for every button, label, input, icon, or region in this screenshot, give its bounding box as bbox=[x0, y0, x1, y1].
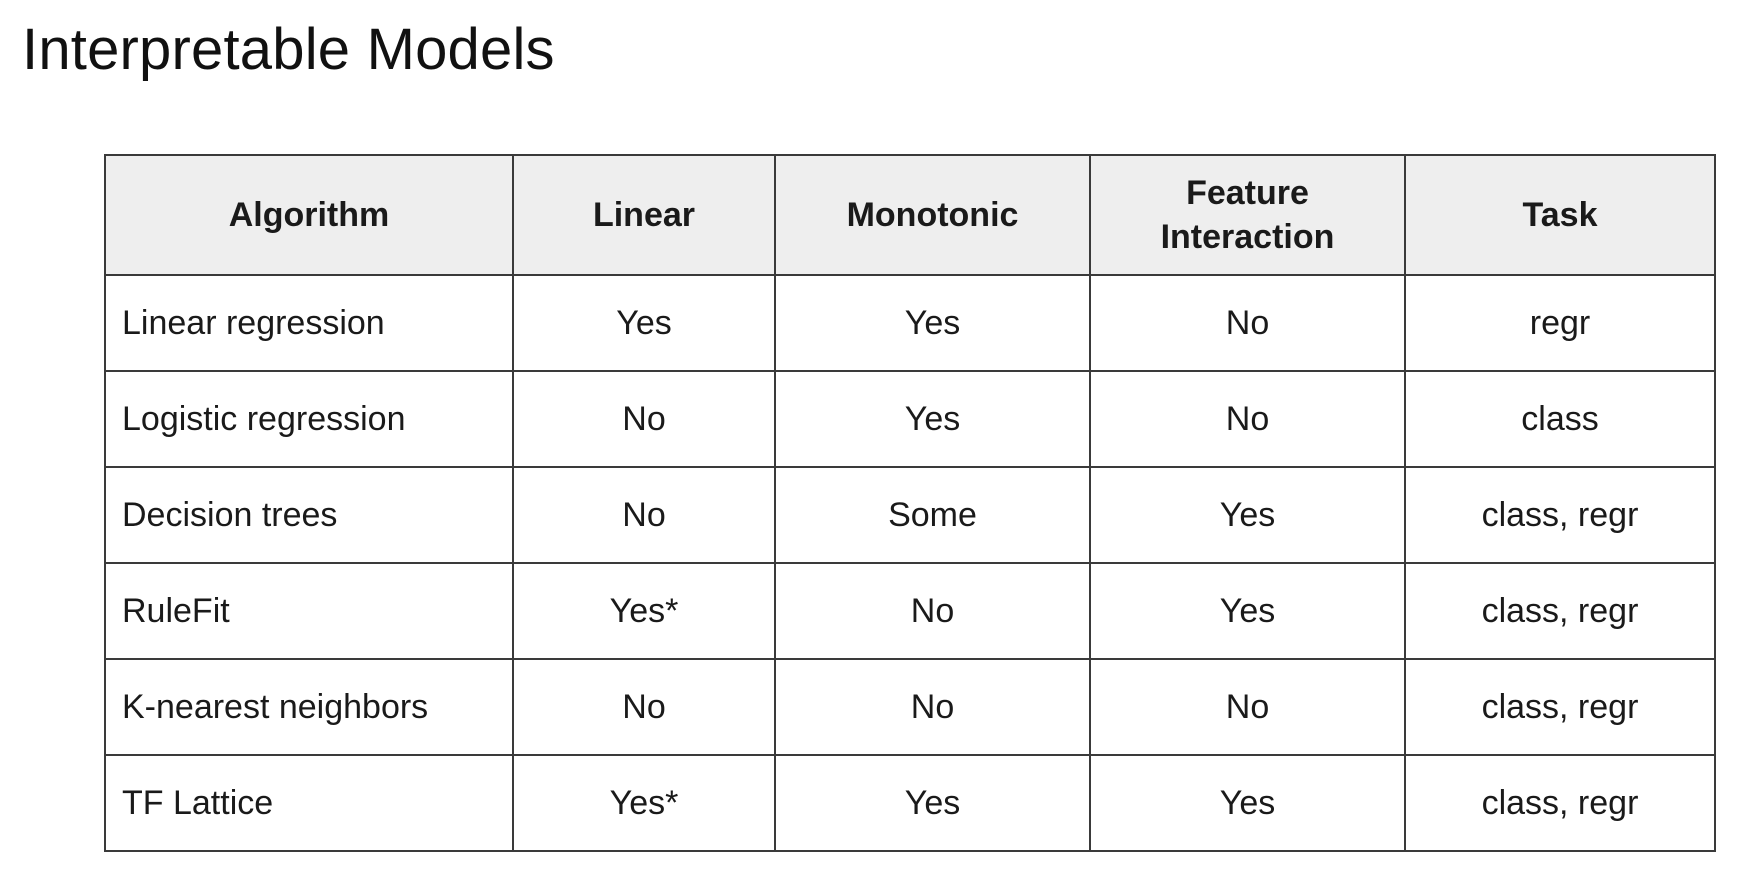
cell-feature-interaction: Yes bbox=[1089, 562, 1406, 660]
cell-linear: No bbox=[512, 466, 776, 564]
header-feature-interaction: Feature Interaction bbox=[1089, 154, 1406, 276]
header-monotonic: Monotonic bbox=[774, 154, 1091, 276]
cell-monotonic: Yes bbox=[774, 754, 1091, 852]
cell-algorithm: K-nearest neighbors bbox=[104, 658, 514, 756]
cell-linear: No bbox=[512, 658, 776, 756]
cell-feature-interaction: Yes bbox=[1089, 466, 1406, 564]
cell-linear: Yes bbox=[512, 274, 776, 372]
cell-task: class, regr bbox=[1404, 562, 1716, 660]
cell-feature-interaction: No bbox=[1089, 658, 1406, 756]
table-row: Decision trees No Some Yes class, regr bbox=[104, 466, 1716, 564]
cell-algorithm: Decision trees bbox=[104, 466, 514, 564]
cell-linear: Yes* bbox=[512, 562, 776, 660]
slide-title: Interpretable Models bbox=[22, 17, 555, 82]
cell-feature-interaction: No bbox=[1089, 274, 1406, 372]
cell-monotonic: Yes bbox=[774, 274, 1091, 372]
table-row: Logistic regression No Yes No class bbox=[104, 370, 1716, 468]
cell-algorithm: Linear regression bbox=[104, 274, 514, 372]
interpretable-models-table: Algorithm Linear Monotonic Feature Inter… bbox=[104, 154, 1716, 852]
cell-task: class, regr bbox=[1404, 466, 1716, 564]
cell-feature-interaction: No bbox=[1089, 370, 1406, 468]
table-header-row: Algorithm Linear Monotonic Feature Inter… bbox=[104, 154, 1716, 276]
cell-algorithm: Logistic regression bbox=[104, 370, 514, 468]
cell-task: class, regr bbox=[1404, 658, 1716, 756]
cell-task: regr bbox=[1404, 274, 1716, 372]
header-feature-interaction-line2: Interaction bbox=[1160, 218, 1335, 256]
header-feature-interaction-line1: Feature bbox=[1186, 174, 1309, 212]
models-table-container: Algorithm Linear Monotonic Feature Inter… bbox=[104, 154, 1716, 852]
cell-algorithm: RuleFit bbox=[104, 562, 514, 660]
header-linear: Linear bbox=[512, 154, 776, 276]
cell-task: class bbox=[1404, 370, 1716, 468]
cell-linear: Yes* bbox=[512, 754, 776, 852]
cell-feature-interaction: Yes bbox=[1089, 754, 1406, 852]
table-row: K-nearest neighbors No No No class, regr bbox=[104, 658, 1716, 756]
table-row: Linear regression Yes Yes No regr bbox=[104, 274, 1716, 372]
table-row: TF Lattice Yes* Yes Yes class, regr bbox=[104, 754, 1716, 852]
table-row: RuleFit Yes* No Yes class, regr bbox=[104, 562, 1716, 660]
header-task: Task bbox=[1404, 154, 1716, 276]
cell-linear: No bbox=[512, 370, 776, 468]
cell-monotonic: Yes bbox=[774, 370, 1091, 468]
cell-monotonic: No bbox=[774, 562, 1091, 660]
header-algorithm: Algorithm bbox=[104, 154, 514, 276]
cell-algorithm: TF Lattice bbox=[104, 754, 514, 852]
cell-task: class, regr bbox=[1404, 754, 1716, 852]
cell-monotonic: Some bbox=[774, 466, 1091, 564]
cell-monotonic: No bbox=[774, 658, 1091, 756]
